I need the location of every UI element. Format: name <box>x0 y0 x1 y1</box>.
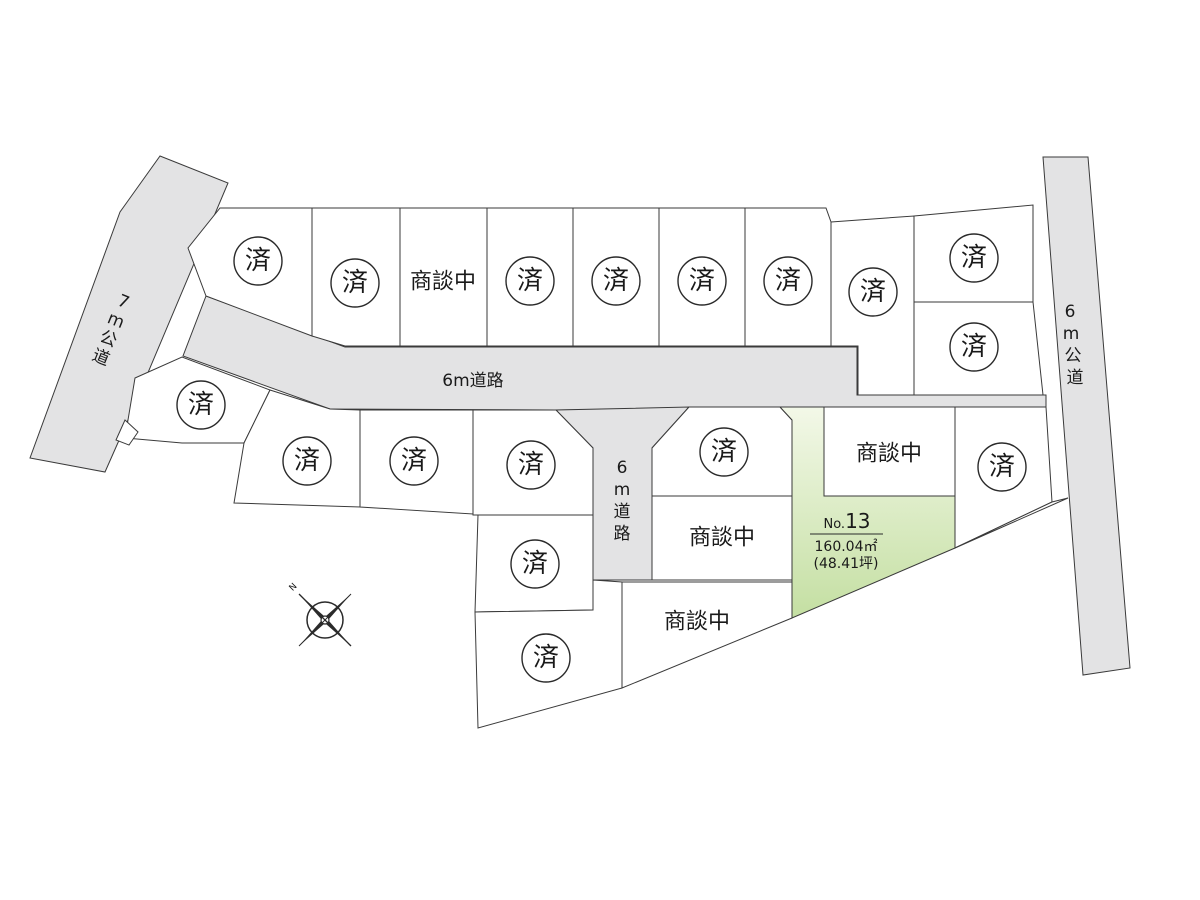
side-road-char: m <box>614 480 631 500</box>
sold-label: 済 <box>245 246 271 276</box>
negotiating-label-top-3: 商談中 <box>410 270 476 295</box>
sold-label: 済 <box>518 450 544 480</box>
sold-marker-top-8: 済 <box>848 267 898 317</box>
main-road-label: 6m道路 <box>442 371 503 391</box>
sold-label: 済 <box>603 266 629 296</box>
sold-label: 済 <box>342 268 368 298</box>
sold-marker-top-6: 済 <box>677 256 727 306</box>
compass-north-label: N <box>288 582 300 594</box>
sold-marker-mid-1: 済 <box>699 427 749 477</box>
sold-label: 済 <box>711 437 737 467</box>
sold-marker-top-7: 済 <box>763 256 813 306</box>
sold-marker-top-5: 済 <box>591 256 641 306</box>
sold-marker-top-4: 済 <box>505 256 555 306</box>
sold-label: 済 <box>517 266 543 296</box>
negotiating-label-mid-4: 商談中 <box>856 442 922 467</box>
sold-label: 済 <box>961 243 987 273</box>
sold-label: 済 <box>989 452 1015 482</box>
sold-marker-left-5: 済 <box>510 539 560 589</box>
lot-number: No.13 <box>823 509 870 533</box>
sold-label: 済 <box>961 332 987 362</box>
lot-no13-highlight[interactable] <box>778 406 956 619</box>
sold-marker-top-10: 済 <box>949 322 999 372</box>
sold-marker-top-1: 済 <box>233 236 283 286</box>
left-road-char: 道 <box>89 345 112 370</box>
lot-bottom-right-strip <box>954 497 1069 549</box>
lot-left-corner <box>115 419 139 446</box>
sold-label: 済 <box>188 390 214 420</box>
lot-no13-info: No.13 160.04㎡ (48.41坪) <box>810 509 883 572</box>
right-road-char: 道 <box>1067 368 1084 388</box>
sold-marker-mid-5: 済 <box>977 442 1027 492</box>
right-road-char: 公 <box>1065 346 1082 366</box>
sold-label: 済 <box>689 266 715 296</box>
sold-marker-top-2: 済 <box>330 258 380 308</box>
sold-label: 済 <box>294 446 320 476</box>
right-public-road <box>1042 156 1131 676</box>
left-road-char: m <box>104 308 127 333</box>
main-road <box>182 295 1047 411</box>
right-road-char: 6 <box>1065 302 1076 322</box>
sold-marker-left-2: 済 <box>282 436 332 486</box>
compass-icon: N <box>288 582 352 647</box>
sold-marker-left-4: 済 <box>506 440 556 490</box>
left-public-road <box>29 155 229 473</box>
lot-area-tsubo: (48.41坪) <box>813 556 878 572</box>
sold-label: 済 <box>533 643 559 673</box>
sold-label: 済 <box>401 446 427 476</box>
sold-label: 済 <box>522 549 548 579</box>
sold-label: 済 <box>775 266 801 296</box>
sold-marker-left-1: 済 <box>176 380 226 430</box>
lot-area-sqm: 160.04㎡ <box>815 539 878 555</box>
sold-label: 済 <box>860 277 886 307</box>
side-road-char: 道 <box>614 502 631 522</box>
negotiating-label-mid-3: 商談中 <box>664 610 730 635</box>
sold-marker-left-3: 済 <box>389 436 439 486</box>
side-road-char: 6 <box>617 458 628 478</box>
left-road-char: 公 <box>97 327 120 352</box>
negotiating-label-mid-2: 商談中 <box>689 526 755 551</box>
side-road-char: 路 <box>614 524 631 544</box>
sold-marker-top-9: 済 <box>949 233 999 283</box>
right-road-char: m <box>1063 324 1080 344</box>
lot-mid-3 <box>621 581 793 689</box>
sold-marker-left-6: 済 <box>521 633 571 683</box>
